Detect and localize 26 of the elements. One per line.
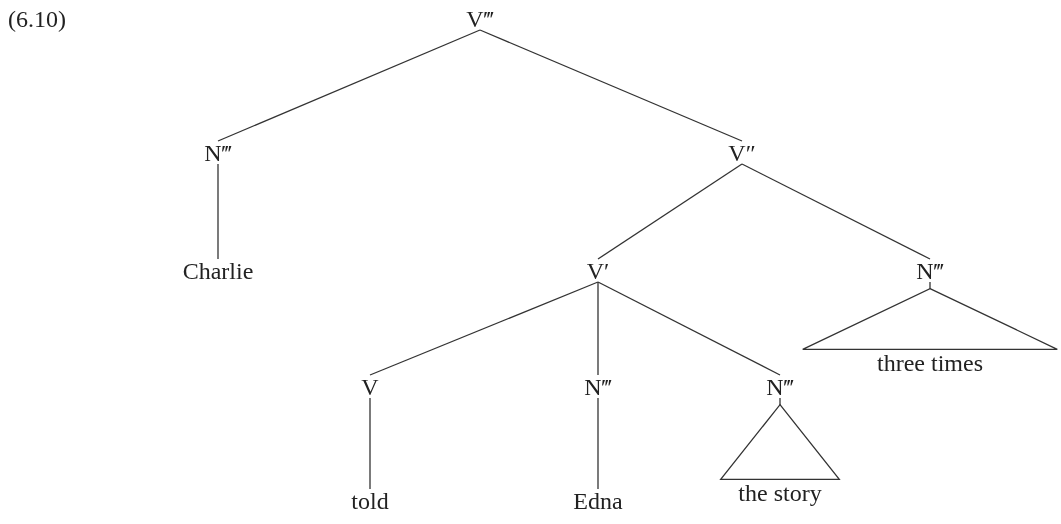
tree-branch-line [369, 397, 371, 490]
tree-node-label: Edna [573, 488, 623, 514]
tree-branch-line [597, 281, 599, 376]
tree-branch-line [597, 163, 743, 260]
tree-branch-line [217, 29, 481, 142]
tree-branch-line [597, 281, 781, 376]
tree-branch-line [929, 281, 931, 290]
tree-branch-line [779, 397, 781, 406]
tree-node-label: N‴ [584, 374, 612, 400]
tree-node-label: N‴ [204, 140, 232, 166]
tree-branch-line [741, 163, 931, 260]
tree-node-label: N‴ [766, 374, 794, 400]
tree-node-label: told [351, 488, 389, 514]
tree-node-label: V″ [728, 140, 756, 166]
tree-node-label: N‴ [916, 258, 944, 284]
phrase-label: the story [738, 480, 822, 506]
example-number: (6.10) [8, 6, 66, 33]
phrase-label: three times [877, 350, 983, 376]
tree-node-label: V‴ [466, 6, 494, 32]
tree-node-label: Charlie [182, 258, 254, 284]
tree-branch-line [369, 281, 599, 376]
tree-branch-line [597, 397, 599, 490]
tree-node-label: V [361, 374, 379, 400]
tree-node-label: V′ [586, 258, 610, 284]
tree-branch-line [217, 163, 219, 260]
tree-branch-line [479, 29, 743, 142]
